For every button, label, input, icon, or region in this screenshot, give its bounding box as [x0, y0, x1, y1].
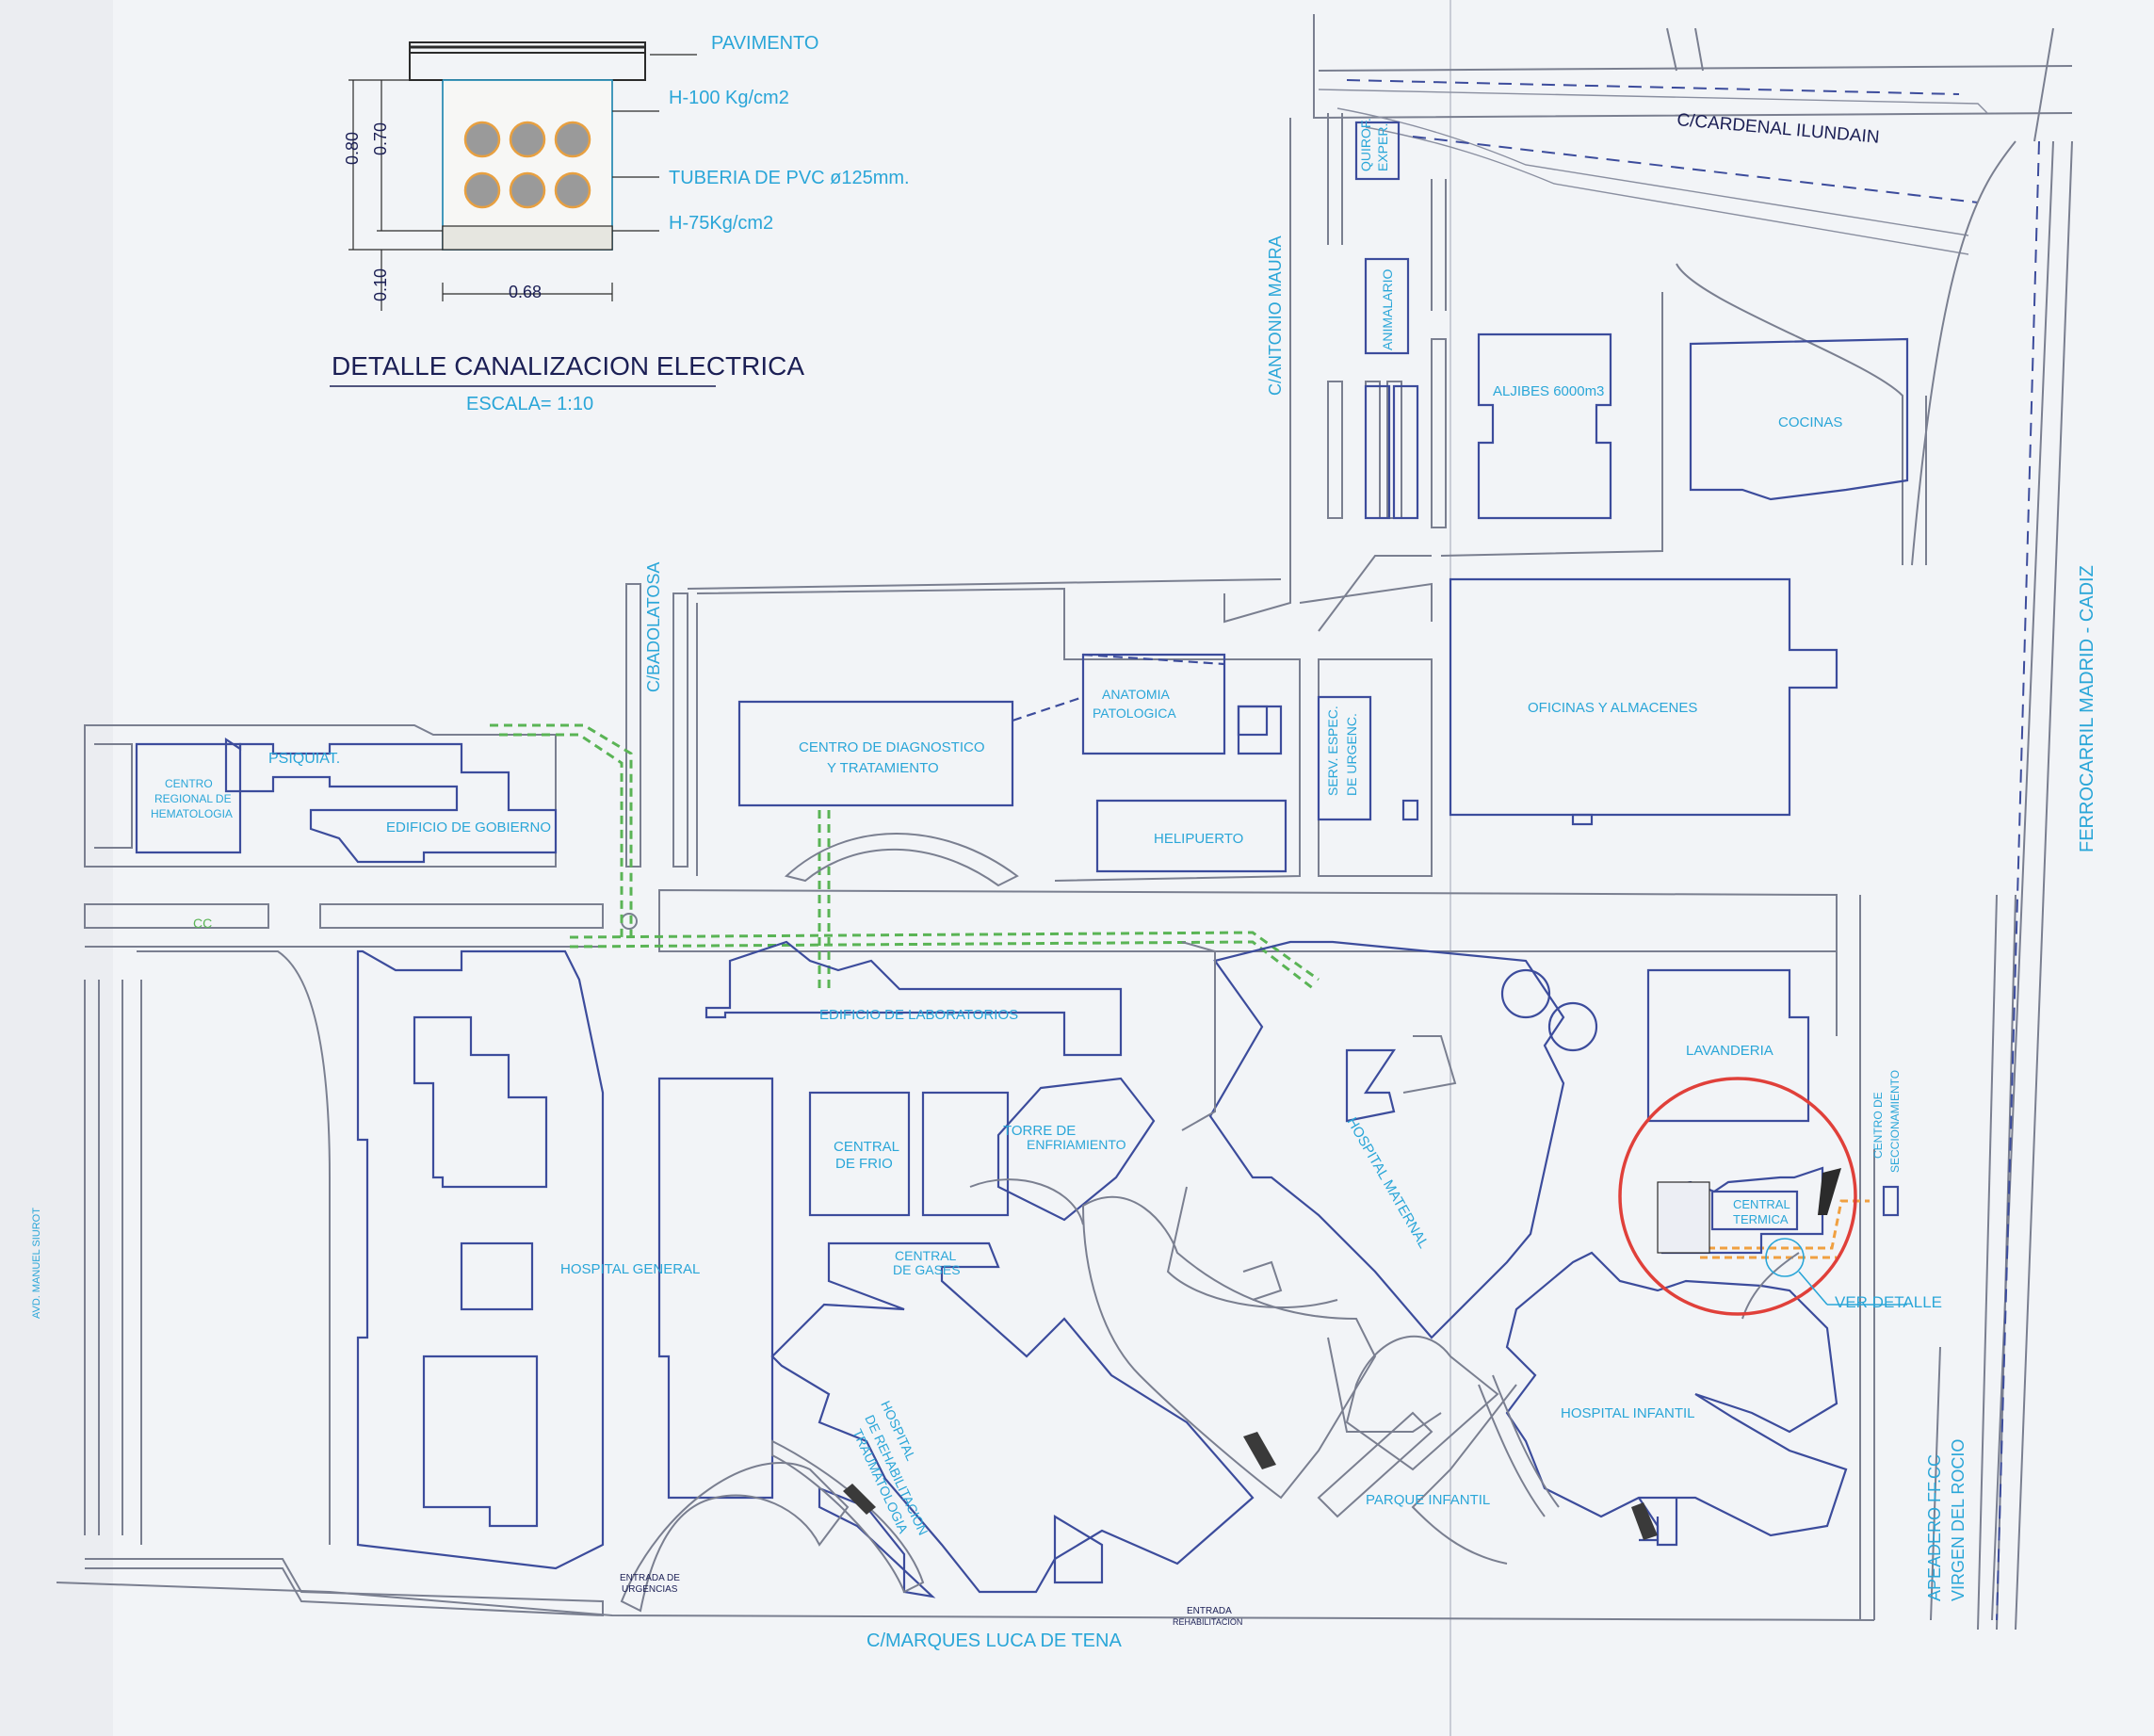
- label-h75: H-75Kg/cm2: [669, 213, 773, 234]
- label-h100: H-100 Kg/cm2: [669, 88, 789, 108]
- label-tuberia: TUBERIA DE PVC ø125mm.: [669, 168, 910, 188]
- label-cc: CC: [193, 916, 212, 931]
- label-lavanderia: LAVANDERIA: [1686, 1043, 1773, 1059]
- label-cocinas: COCINAS: [1778, 414, 1842, 430]
- label-quirof-1: QUIROF.: [1358, 118, 1373, 171]
- label-torre-1: TORRE DE: [1003, 1123, 1076, 1139]
- label-rehab-ent-1: ENTRADA: [1187, 1606, 1232, 1616]
- label-frio-2: DE FRIO: [835, 1156, 893, 1172]
- label-urg-1: ENTRADA DE: [620, 1573, 680, 1583]
- street-marques: C/MARQUES LUCA DE TENA: [866, 1631, 1122, 1651]
- label-psiquiat: PSIQUIAT.: [268, 751, 340, 767]
- label-diag-1: CENTRO DE DIAGNOSTICO: [799, 739, 985, 755]
- buildings: [135, 121, 1909, 1598]
- label-hemato-1: CENTRO: [165, 777, 213, 790]
- label-hemato-2: REGIONAL DE: [154, 792, 232, 805]
- label-aljibes: ALJIBES 6000m3: [1493, 383, 1604, 399]
- label-animalario: ANIMALARIO: [1380, 269, 1395, 350]
- label-quirof-2: EXPER.: [1375, 123, 1390, 171]
- detail-section: PAVIMENTO H-100 Kg/cm2 TUBERIA DE PVC ø1…: [330, 33, 910, 414]
- dim-068: 0.68: [509, 283, 542, 301]
- label-apeadero-1: APEADERO FF.CC: [1925, 1454, 1944, 1601]
- detail-title: DETALLE CANALIZACION ELECTRICA: [332, 351, 804, 381]
- label-hosp-general: HOSPITAL GENERAL: [560, 1261, 700, 1277]
- central-termica-highlight: [843, 1077, 1907, 1540]
- label-torre-2: ENFRIAMIENTO: [1027, 1137, 1126, 1152]
- label-seccion-1: CENTRO DE: [1871, 1092, 1885, 1159]
- label-ver-detalle: VER DETALLE: [1835, 1293, 1942, 1311]
- label-rehab-ent-2: REHABILITACION: [1173, 1617, 1242, 1627]
- landscape-lines: [620, 833, 1800, 1613]
- label-oficinas: OFICINAS Y ALMACENES: [1528, 700, 1697, 716]
- dim-010: 0.10: [371, 268, 390, 301]
- label-anatomia-1: ANATOMIA: [1102, 687, 1170, 702]
- label-seccion-2: SECCIONAMIENTO: [1888, 1070, 1902, 1173]
- label-helipuerto: HELIPUERTO: [1154, 831, 1243, 847]
- label-urg-2: URGENCIAS: [622, 1584, 678, 1595]
- label-gases-2: DE GASES: [893, 1262, 961, 1277]
- label-termica-1: CENTRAL: [1733, 1197, 1790, 1211]
- road-network: [56, 14, 2073, 1631]
- label-infantil: HOSPITAL INFANTIL: [1561, 1405, 1695, 1421]
- label-serv-2: DE URGENC.: [1344, 713, 1359, 796]
- street-badolatosa: C/BADOLATOSA: [644, 562, 663, 692]
- label-diag-2: Y TRATAMIENTO: [827, 760, 939, 776]
- label-anatomia-2: PATOLOGICA: [1093, 706, 1176, 721]
- street-antonio-maura: C/ANTONIO MAURA: [1266, 235, 1285, 396]
- label-hemato-3: HEMATOLOGIA: [151, 807, 233, 820]
- pvc-pipes: [463, 121, 591, 209]
- label-pavimento: PAVIMENTO: [711, 33, 818, 54]
- label-serv-1: SERV. ESPEC.: [1325, 706, 1340, 796]
- street-manuel-siurot: AVD. MANUEL SIUROT: [31, 1208, 42, 1319]
- label-apeadero-2: VIRGEN DEL ROCIO: [1949, 1439, 1968, 1601]
- label-gases-1: CENTRAL: [895, 1248, 957, 1263]
- label-parque: PARQUE INFANTIL: [1366, 1492, 1490, 1508]
- dim-070: 0.70: [371, 122, 390, 155]
- label-laboratorios: EDIFICIO DE LABORATORIOS: [819, 1007, 1018, 1023]
- label-gobierno: EDIFICIO DE GOBIERNO: [386, 819, 551, 836]
- street-ferrocarril: FERROCARRIL MADRID - CADIZ: [2077, 565, 2097, 852]
- detail-scale: ESCALA= 1:10: [466, 394, 593, 414]
- label-termica-2: TERMICA: [1733, 1212, 1789, 1226]
- label-frio-1: CENTRAL: [834, 1139, 899, 1155]
- dim-080: 0.80: [343, 132, 362, 165]
